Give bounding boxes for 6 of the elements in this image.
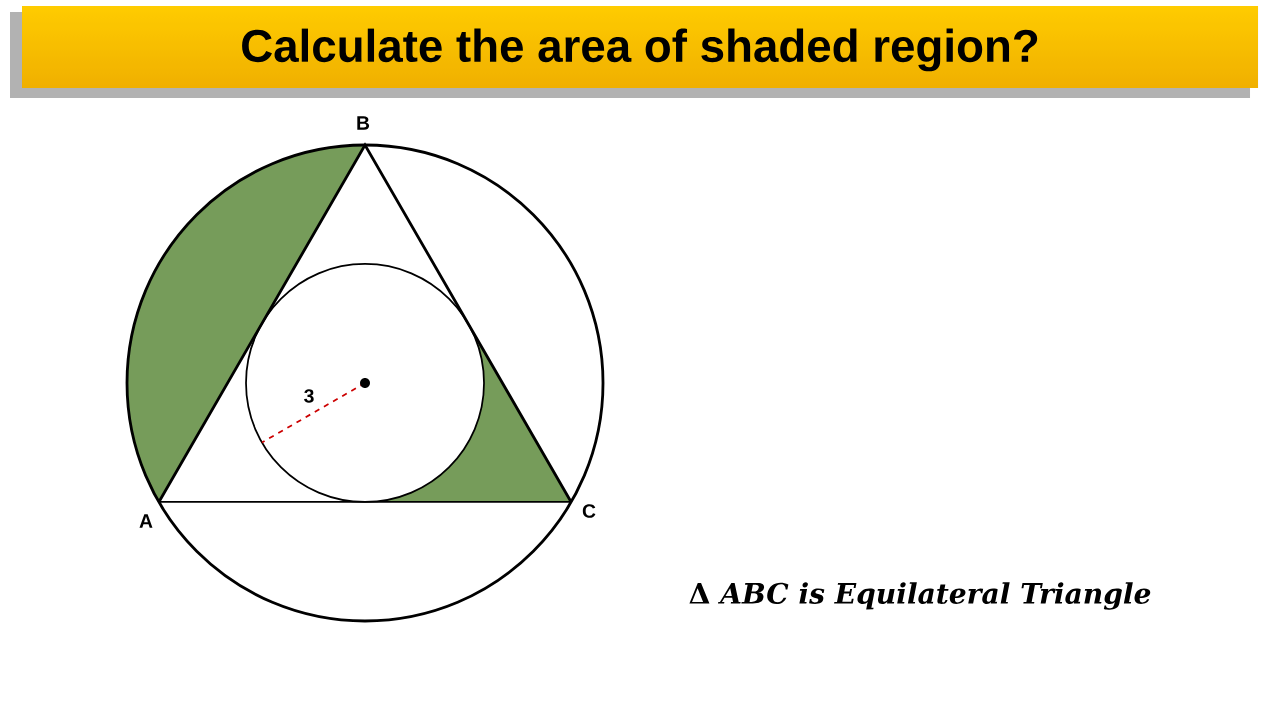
caption-text: Δ ABC is Equilateral Triangle bbox=[689, 582, 1151, 610]
vertex-label: C bbox=[582, 504, 596, 518]
vertex-label: B bbox=[357, 116, 370, 130]
radius-label: 3 bbox=[304, 389, 314, 403]
vertex-label: A bbox=[139, 514, 153, 528]
title-banner: Calculate the area of shaded region? bbox=[10, 6, 1258, 98]
